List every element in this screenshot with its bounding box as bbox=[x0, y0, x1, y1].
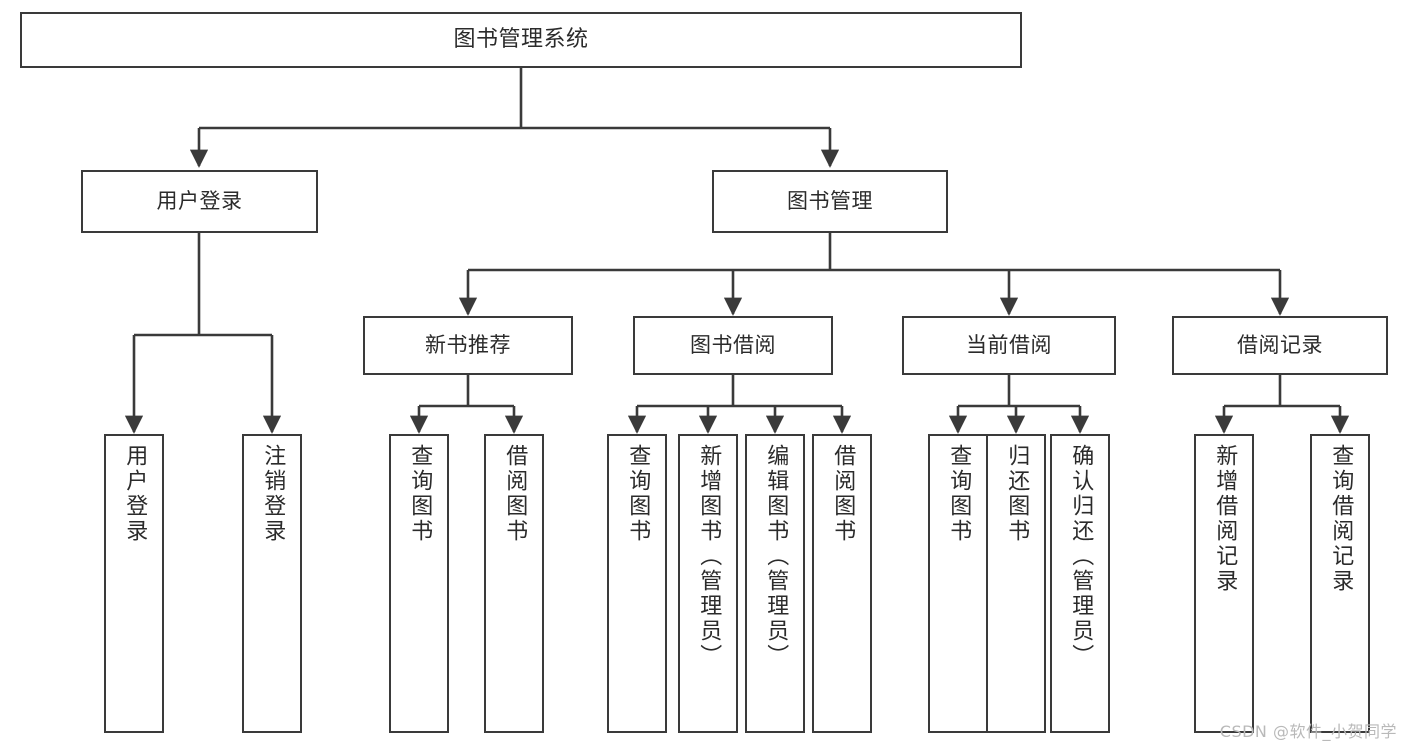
leaf-confirm-return-admin-label: 确认归还（管理员） bbox=[1068, 444, 1094, 669]
node-book-management[interactable]: 图书管理 bbox=[712, 170, 948, 233]
leaf-query-borrow-record-label: 查询借阅记录 bbox=[1328, 444, 1354, 594]
leaf-query-borrow-record[interactable]: 查询借阅记录 bbox=[1310, 434, 1370, 733]
node-user-login[interactable]: 用户登录 bbox=[81, 170, 318, 233]
watermark-text: CSDN @软件_小贺同学 bbox=[1219, 722, 1397, 741]
node-root-label: 图书管理系统 bbox=[453, 27, 589, 53]
leaf-return-book[interactable]: 归还图书 bbox=[986, 434, 1046, 733]
leaf-return-book-label: 归还图书 bbox=[1004, 444, 1030, 544]
node-user-login-label: 用户登录 bbox=[156, 189, 243, 214]
leaf-query-book-current-label: 查询图书 bbox=[946, 444, 972, 544]
node-book-borrow[interactable]: 图书借阅 bbox=[633, 316, 833, 375]
leaf-query-book-borrow[interactable]: 查询图书 bbox=[607, 434, 667, 733]
leaf-logout-label: 注销登录 bbox=[260, 444, 286, 544]
node-root[interactable]: 图书管理系统 bbox=[20, 12, 1022, 68]
leaf-query-book-borrow-label: 查询图书 bbox=[625, 444, 651, 544]
node-book-borrow-label: 图书借阅 bbox=[690, 333, 776, 358]
node-book-management-label: 图书管理 bbox=[787, 189, 873, 214]
node-current-borrow-label: 当前借阅 bbox=[966, 333, 1052, 358]
leaf-query-book-newbook[interactable]: 查询图书 bbox=[389, 434, 449, 733]
leaf-user-login[interactable]: 用户登录 bbox=[104, 434, 164, 733]
leaf-logout[interactable]: 注销登录 bbox=[242, 434, 302, 733]
leaf-borrow-book-newbook-label: 借阅图书 bbox=[502, 444, 528, 544]
node-borrow-records[interactable]: 借阅记录 bbox=[1172, 316, 1388, 375]
leaf-borrow-book-label: 借阅图书 bbox=[830, 444, 856, 544]
leaf-add-borrow-record-label: 新增借阅记录 bbox=[1212, 444, 1238, 594]
leaf-borrow-book[interactable]: 借阅图书 bbox=[812, 434, 872, 733]
leaf-query-book-current[interactable]: 查询图书 bbox=[928, 434, 988, 733]
leaf-user-login-label: 用户登录 bbox=[122, 444, 148, 544]
leaf-add-book-admin-label: 新增图书（管理员） bbox=[696, 444, 722, 669]
leaf-edit-book-admin[interactable]: 编辑图书（管理员） bbox=[745, 434, 805, 733]
leaf-add-borrow-record[interactable]: 新增借阅记录 bbox=[1194, 434, 1254, 733]
leaf-borrow-book-newbook[interactable]: 借阅图书 bbox=[484, 434, 544, 733]
leaf-add-book-admin[interactable]: 新增图书（管理员） bbox=[678, 434, 738, 733]
node-new-book-recommend-label: 新书推荐 bbox=[425, 333, 511, 358]
node-new-book-recommend[interactable]: 新书推荐 bbox=[363, 316, 573, 375]
leaf-query-book-newbook-label: 查询图书 bbox=[407, 444, 433, 544]
node-current-borrow[interactable]: 当前借阅 bbox=[902, 316, 1116, 375]
leaf-confirm-return-admin[interactable]: 确认归还（管理员） bbox=[1050, 434, 1110, 733]
node-borrow-records-label: 借阅记录 bbox=[1237, 333, 1323, 358]
leaf-edit-book-admin-label: 编辑图书（管理员） bbox=[763, 444, 789, 669]
